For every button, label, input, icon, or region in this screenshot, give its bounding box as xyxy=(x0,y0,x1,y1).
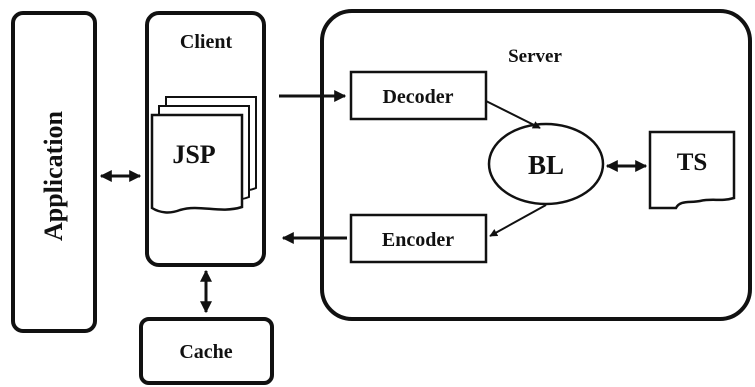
server-label: Server xyxy=(508,46,562,67)
application-node: Application xyxy=(11,11,97,333)
decoder-node: Decoder xyxy=(349,70,488,121)
bl-label: BL xyxy=(528,150,564,180)
cache-node: Cache xyxy=(139,317,274,385)
ts-node: TS xyxy=(648,130,736,210)
edge-bl-encoder xyxy=(489,204,547,237)
encoder-label: Encoder xyxy=(382,229,454,251)
edge-decoder-bl xyxy=(485,100,541,129)
jsp-label: JSP xyxy=(172,140,215,169)
application-label: Application xyxy=(39,110,68,241)
client-label: Client xyxy=(180,31,233,53)
cache-label: Cache xyxy=(179,341,232,363)
bl-node: BL xyxy=(487,122,605,206)
decoder-label: Decoder xyxy=(382,86,453,108)
ts-label: TS xyxy=(677,149,708,176)
jsp-documents-icon: JSP xyxy=(150,96,257,214)
encoder-node: Encoder xyxy=(349,213,488,264)
